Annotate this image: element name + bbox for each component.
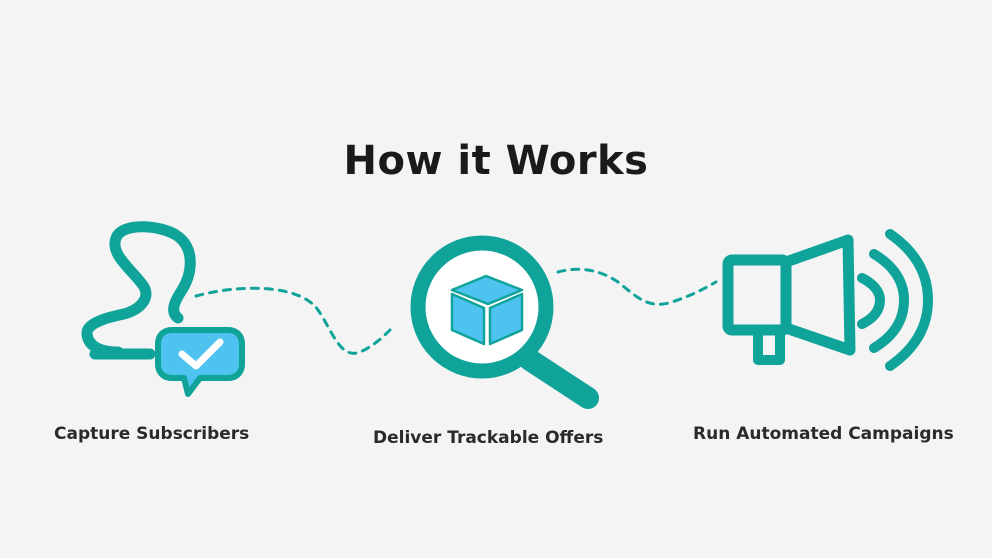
page-title: How it Works [343,137,649,184]
connector-line-1 [194,286,392,355]
step-label-capture-subscribers: Capture Subscribers [54,424,250,444]
megaphone-icon [722,229,934,371]
step-label-deliver-trackable-offers: Deliver Trackable Offers [373,428,604,448]
subscriber-check-icon [81,221,245,397]
magnifier-box-icon [410,235,599,409]
connector-line-2 [556,267,718,306]
step-label-run-automated-campaigns: Run Automated Campaigns [693,424,954,444]
